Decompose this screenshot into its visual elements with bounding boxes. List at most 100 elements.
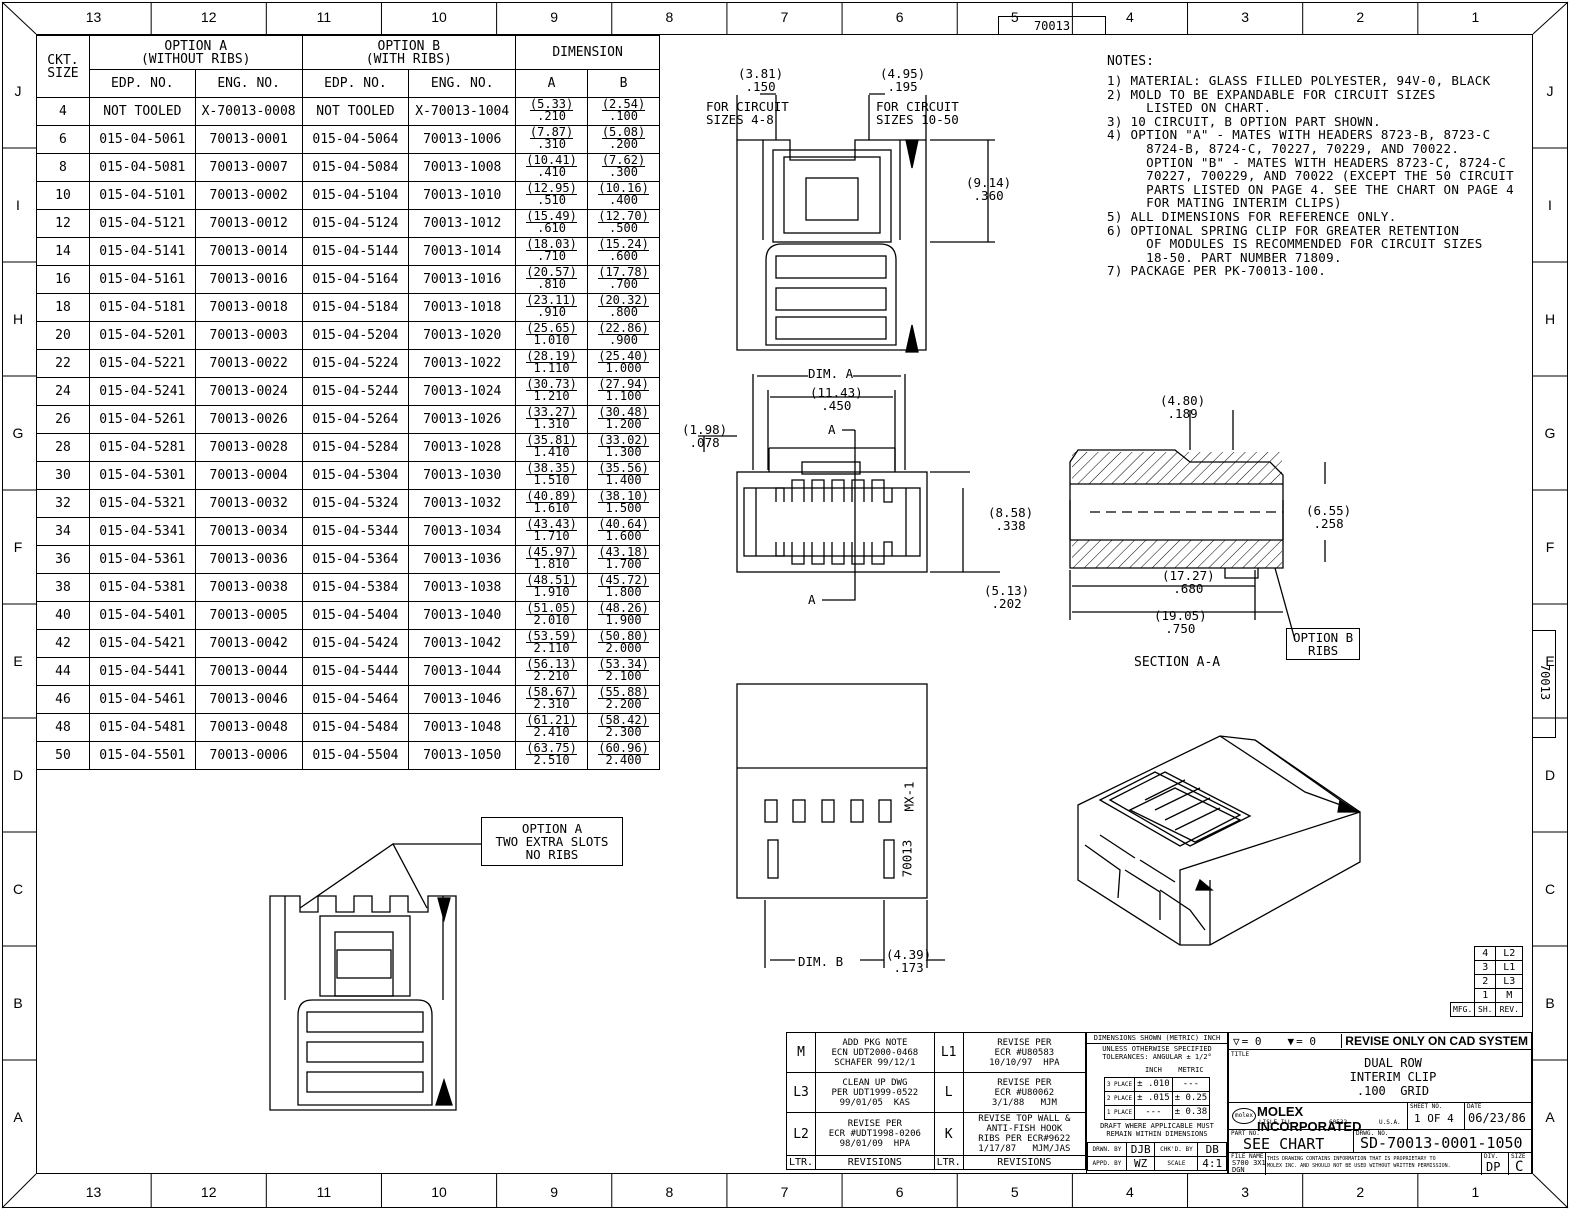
dim-b-in: .800 <box>609 305 638 319</box>
option-a-edp-cell: 015-04-5061 <box>88 125 196 154</box>
option-b-edp-cell: 015-04-5384 <box>301 573 410 602</box>
ckt-size-cell: 4 <box>36 97 90 126</box>
mfg-header: MFG. <box>1449 1002 1476 1017</box>
option-a-eng-cell: 70013-0034 <box>194 517 303 546</box>
ckt-size-cell: 50 <box>36 741 90 770</box>
tol-place: 2 PLACE <box>1103 1091 1136 1106</box>
sheet-rev: L1 <box>1495 960 1524 975</box>
proprietary-notice: THIS DRAWING CONTAINS INFORMATION THAT I… <box>1266 1153 1482 1175</box>
rev-letter: M <box>785 1032 817 1073</box>
sheet-number: 2 <box>1474 974 1497 989</box>
cad-warning: REVISE ONLY ON CAD SYSTEM <box>1341 1034 1531 1048</box>
notes-title: NOTES: <box>1107 54 1154 69</box>
dim-b-cell: (30.48)1.200 <box>587 405 660 434</box>
dim-480: (4.80) .189 <box>1160 393 1206 421</box>
option-a-eng-cell: X-70013-0008 <box>194 97 303 126</box>
option-a-edp-cell: 015-04-5181 <box>88 293 196 322</box>
option-b-edp-cell: 015-04-5444 <box>301 657 410 686</box>
zone-label-G: G <box>1544 425 1556 441</box>
rev-description: CLEAN UP DWG PER UDT1999-0522 99/01/05 K… <box>815 1072 935 1113</box>
option-a-eng-cell: 70013-0001 <box>194 125 303 154</box>
option-a-edp-cell: 015-04-5081 <box>88 153 196 182</box>
dim-a-mm: (58.67) <box>526 685 577 699</box>
dim-b-in: 1.500 <box>605 501 642 515</box>
dim-a-in: .910 <box>537 305 567 319</box>
dim-a-mm: (45.97) <box>526 545 577 559</box>
dim-a-mm: (63.75) <box>526 741 577 755</box>
dim-a-cell: (25.65)1.010 <box>515 321 589 350</box>
dim-b-cell: (60.96)2.400 <box>587 741 660 770</box>
dim-b-mm: (35.56) <box>598 461 649 475</box>
dim-b-mm: (25.40) <box>598 349 649 363</box>
dim-a-in: 2.510 <box>533 753 570 767</box>
option-b-eng-cell: 70013-1038 <box>408 573 517 602</box>
dim-a-cell: (10.41).410 <box>515 153 589 182</box>
dim-b-mm: (55.88) <box>598 685 649 699</box>
option-b-eng-cell: 70013-1026 <box>408 405 517 434</box>
dim-a-cell: (58.67)2.310 <box>515 685 589 714</box>
dim-b-mm: (12.70) <box>598 209 649 223</box>
tol-metric-header: METRIC <box>1178 1066 1204 1074</box>
option-a-view <box>269 843 482 1111</box>
dim-b-cell: (22.86).900 <box>587 321 660 350</box>
zone-label-10: 10 <box>431 9 447 25</box>
dim-a-mm: (23.11) <box>526 293 577 307</box>
dim-a-cell: (53.59)2.110 <box>515 629 589 658</box>
dim-a-mm: (53.59) <box>526 629 577 643</box>
dim-a-in: 1.810 <box>533 557 570 571</box>
dim-b-mm: (43.18) <box>598 545 649 559</box>
corner-mark <box>1 1173 37 1209</box>
dim-b-cell: (38.10)1.500 <box>587 489 660 518</box>
zone-label-D: D <box>12 767 24 783</box>
dim-a-mm: (10.41) <box>526 153 577 167</box>
ckt-size-cell: 10 <box>36 181 90 210</box>
date-label: DATE <box>1467 1103 1482 1110</box>
dim-1143: (11.43) .450 <box>810 385 863 413</box>
zone-label-10: 10 <box>431 1184 447 1200</box>
option-b-edp-cell: 015-04-5284 <box>301 433 410 462</box>
dim-a-cell: (18.03).710 <box>515 237 589 266</box>
dim-a-mm: (51.05) <box>526 601 577 615</box>
dim-a-in: .810 <box>537 277 567 291</box>
zone-label-3: 3 <box>1241 9 1249 25</box>
dim-a-cell: (7.87).310 <box>515 125 589 154</box>
option-a-edp-cell: 015-04-5321 <box>88 489 196 518</box>
sheet-rev: M <box>1495 988 1524 1003</box>
dim-a-in: .210 <box>537 109 567 123</box>
dim-a-in: 1.510 <box>533 473 570 487</box>
company-zip: 60532 <box>1329 1119 1348 1126</box>
option-b-edp-cell: 015-04-5304 <box>301 461 410 490</box>
ckt-size-cell: 40 <box>36 601 90 630</box>
dim-1727: (17.27) .680 <box>1162 568 1215 596</box>
rev-letter: K <box>933 1112 964 1156</box>
drawing-no-value: SD-70013-0001-1050 <box>1360 1134 1523 1152</box>
eng-header: ENG. NO. <box>194 69 303 98</box>
dim-a-mm: (30.73) <box>526 377 577 391</box>
dim-a-mm: (15.49) <box>526 209 577 223</box>
option-b-edp-cell: 015-04-5184 <box>301 293 410 322</box>
dim-b-in: .100 <box>609 109 638 123</box>
option-b-eng-cell: 70013-1012 <box>408 209 517 238</box>
dim-a-header: A <box>515 69 589 98</box>
dim-b-in: 1.000 <box>605 361 642 375</box>
dim-a-in: 1.910 <box>533 585 570 599</box>
part-no-label: PART NO. <box>1231 1130 1260 1137</box>
dim-a-in: 2.110 <box>533 641 570 655</box>
tol-inch: --- <box>1134 1105 1173 1120</box>
dim-b-in: 2.100 <box>605 669 642 683</box>
dim-439: (4.39) .173 <box>886 947 932 975</box>
dim-b-in: 1.400 <box>605 473 642 487</box>
zone-label-4: 4 <box>1126 1184 1134 1200</box>
dim-a-cell: (63.75)2.510 <box>515 741 589 770</box>
dim-b-mm: (5.08) <box>601 125 646 139</box>
option-a-edp-cell: 015-04-5201 <box>88 321 196 350</box>
dim-a-in: 2.210 <box>533 669 570 683</box>
rev-header: REV. <box>1495 1002 1524 1017</box>
dim-b-in: .600 <box>609 249 638 263</box>
dim-a-mm: (7.87) <box>529 125 574 139</box>
option-a-eng-cell: 70013-0042 <box>194 629 303 658</box>
